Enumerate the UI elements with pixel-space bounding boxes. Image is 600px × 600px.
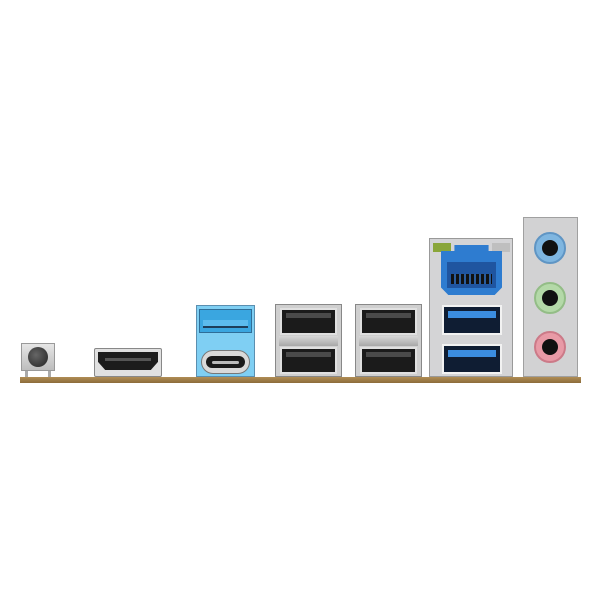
usb-tongue (286, 352, 331, 357)
stack-divider (359, 336, 418, 346)
usb3-port-top (442, 305, 502, 335)
stack-divider (279, 336, 338, 346)
usb3-tongue (448, 311, 496, 318)
button-leg (48, 371, 51, 377)
lan-led-right (492, 243, 510, 252)
usb2-port-top (280, 308, 337, 335)
hdmi-opening (98, 352, 158, 370)
usb3-port-bottom (442, 344, 502, 374)
button-cap (28, 347, 48, 367)
lan-led-left (433, 243, 451, 252)
usb-tongue (366, 352, 411, 357)
jack-hole (542, 290, 558, 306)
usb-tongue (366, 313, 411, 318)
usb-tongue (286, 313, 331, 318)
jack-hole (542, 339, 558, 355)
usb-c-tongue (212, 361, 239, 364)
rj45-pins (451, 274, 492, 284)
jack-hole (542, 240, 558, 256)
usb3-tongue (448, 350, 496, 357)
usb2-port-bottom (280, 347, 337, 374)
usb2-port-top (360, 308, 417, 335)
pcb-edge (20, 377, 581, 383)
usb-a-tongue (203, 320, 248, 328)
usb2-port-bottom (360, 347, 417, 374)
hdmi-pins (105, 358, 151, 361)
button-leg (25, 371, 28, 377)
